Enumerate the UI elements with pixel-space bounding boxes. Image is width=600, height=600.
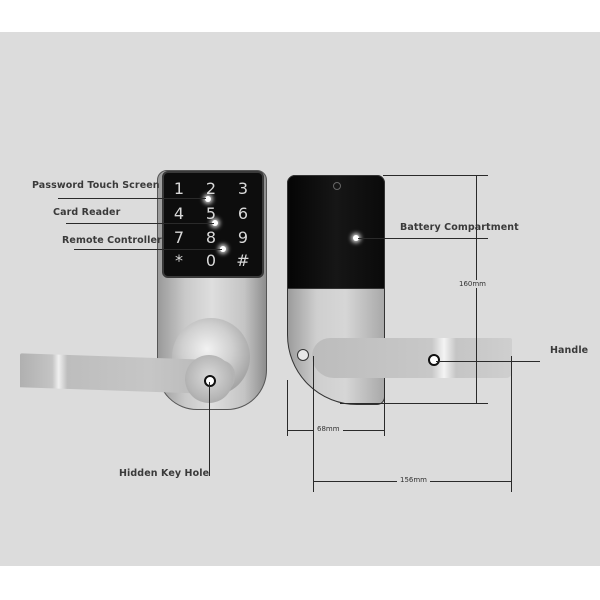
- card-reader-marker: [212, 220, 218, 226]
- dim-156-label: 156mm: [397, 476, 430, 484]
- key-7: 7: [173, 228, 185, 247]
- remote-controller-leader: [74, 249, 222, 250]
- battery-leader: [358, 238, 488, 239]
- key-1: 1: [173, 179, 185, 198]
- key-star: *: [175, 251, 183, 270]
- back-lever-handle: [312, 338, 512, 378]
- handle-leader: [436, 361, 540, 362]
- label-hidden-key-hole: Hidden Key Hole: [119, 468, 210, 479]
- key-9: 9: [237, 228, 249, 247]
- key-0: 0: [205, 251, 217, 270]
- key-8: 8: [205, 228, 217, 247]
- battery-compartment: [287, 175, 385, 289]
- screw-icon: [297, 349, 309, 361]
- password-screen-leader: [58, 198, 206, 199]
- key-5: 5: [205, 204, 217, 223]
- label-remote-controller: Remote Controller: [62, 235, 162, 246]
- label-card-reader: Card Reader: [53, 207, 121, 218]
- key-hole-leader: [209, 382, 210, 476]
- key-4: 4: [173, 204, 185, 223]
- dim-68-label: 68mm: [314, 425, 343, 433]
- key-2: 2: [205, 179, 217, 198]
- remote-controller-marker: [220, 246, 226, 252]
- dim-68-left-extension: [287, 380, 288, 436]
- label-password-touch-screen: Password Touch Screen: [32, 180, 160, 191]
- dim-top-extension: [383, 175, 488, 176]
- card-reader-leader: [66, 223, 214, 224]
- dim-68-right-extension: [384, 380, 385, 436]
- dim-156-left-extension: [313, 356, 314, 492]
- dim-bottom-extension: [340, 403, 488, 404]
- key-6: 6: [237, 204, 249, 223]
- label-battery-compartment: Battery Compartment: [400, 222, 519, 233]
- keyhole-icon: [204, 375, 216, 387]
- key-3: 3: [237, 179, 249, 198]
- dim-156-right-extension: [511, 356, 512, 492]
- password-screen-marker: [205, 196, 211, 202]
- screw-hole-icon: [333, 182, 341, 190]
- battery-marker: [353, 235, 359, 241]
- handle-marker: [428, 354, 440, 366]
- dim-height-label: 160mm: [456, 280, 489, 288]
- label-handle: Handle: [550, 345, 589, 356]
- dim-height-line: [476, 175, 477, 403]
- key-hash: #: [236, 251, 250, 270]
